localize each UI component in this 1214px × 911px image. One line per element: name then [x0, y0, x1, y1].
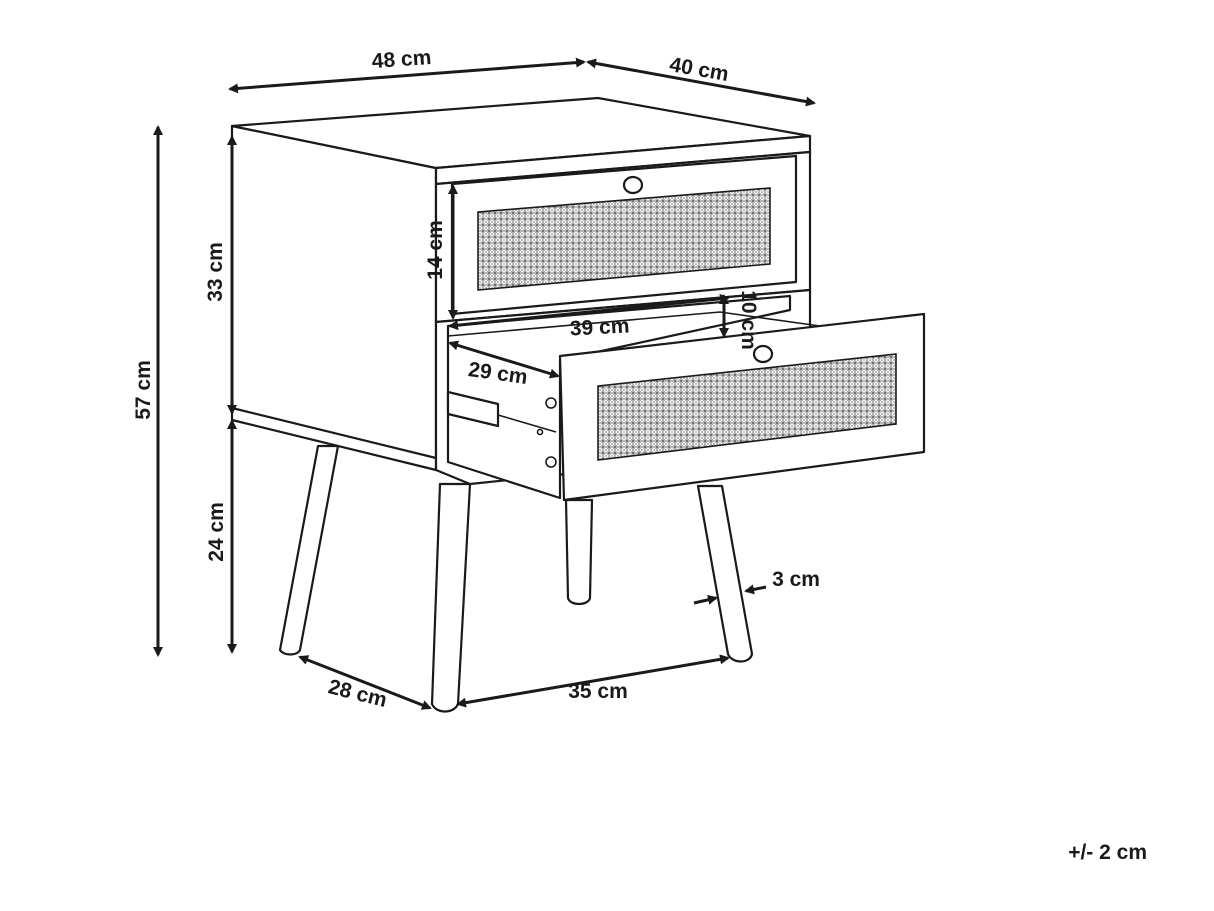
- drawer-inner-width-label: 39 cm: [569, 314, 630, 340]
- drawer-slide-rail: [446, 390, 500, 428]
- width-label: 48 cm: [371, 46, 432, 73]
- leg-diameter-arrow-left: [693, 594, 718, 605]
- body-height-label: 33 cm: [204, 242, 227, 302]
- leg-front-right: [696, 484, 754, 663]
- drawer-front-height-label: 14 cm: [424, 220, 447, 280]
- leg-back-left: [278, 444, 340, 656]
- leg-back-right: [564, 498, 594, 606]
- dimension-arrows: [153, 57, 816, 710]
- top-drawer-rattan-panel: [477, 187, 771, 291]
- leg-span-depth-label: 28 cm: [326, 675, 389, 712]
- drawer-inner-height-label: 10 cm: [737, 290, 760, 350]
- drawer-inner-width-arrow: [448, 293, 730, 331]
- bottom-drawer-knob: [752, 344, 774, 364]
- width-arrow: [228, 57, 586, 94]
- leg-span-width-label: 35 cm: [568, 680, 628, 703]
- leg-span-depth-arrow: [298, 655, 432, 710]
- leg-diameter-arrow-right: [744, 584, 767, 595]
- leg-span-width-arrow: [456, 654, 730, 708]
- drawer-inner-depth-arrow: [448, 340, 560, 379]
- depth-label: 40 cm: [668, 53, 731, 86]
- total-height-label: 57 cm: [132, 360, 155, 420]
- depth-arrow: [586, 58, 816, 107]
- top-drawer-knob: [622, 175, 644, 195]
- leg-front-left: [430, 482, 472, 713]
- leg-diameter-label: 3 cm: [772, 568, 820, 591]
- leg-height-label: 24 cm: [205, 502, 228, 562]
- tolerance-note: +/- 2 cm: [1068, 841, 1147, 864]
- dimension-labels: 48 cm 40 cm 57 cm 33 cm 24 cm 14 cm 39 c…: [132, 46, 820, 712]
- bottom-drawer-rattan-panel: [597, 353, 897, 461]
- nightstand-drawing: [230, 96, 926, 713]
